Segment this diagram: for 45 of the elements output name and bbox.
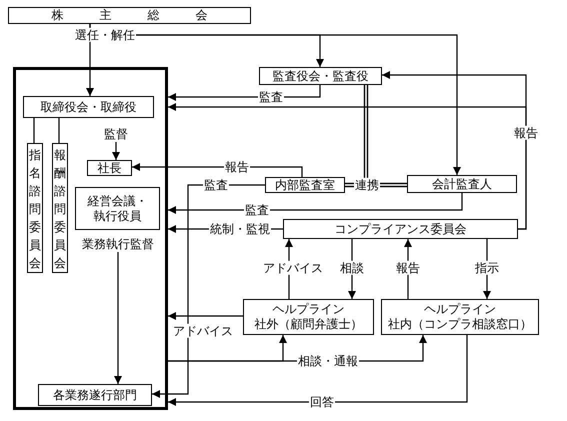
arrow [168,193,463,214]
box-heading: ヘルプライン [424,302,496,317]
box-text: 社外（顧問弁護士） [254,317,362,332]
arrow [112,142,120,160]
edge-label: 連携 [354,178,380,192]
arrow [89,24,461,175]
helpline-box [381,299,539,335]
auditor-box: 監査役会・監査役 [259,67,382,85]
board-box: 取締役会・取締役 [23,96,154,118]
connector-line [58,118,60,143]
audit-office-box: 内部監査室 [265,177,345,193]
node-label: 業務執行監督 [72,236,164,252]
node-label: 監督 [96,127,136,142]
edge-label: 選任・解任 [74,28,136,42]
arrow [168,103,527,230]
arrow [114,252,122,384]
box-heading: ヘルプライン [272,302,344,317]
arrow [168,312,243,320]
edge-label: 監査 [203,178,229,192]
committee-box: コンプライアンス委員会 [283,219,518,239]
arrow [152,184,265,398]
president-box: 社長 [87,160,132,176]
edge-label: 報告 [224,160,250,174]
helpline-box [243,299,374,335]
arrow [168,335,468,406]
edge-label: 相談・通報 [297,354,359,368]
edge-label: 報告 [395,260,421,276]
department-box: 各業務遂行部門 [38,384,152,406]
edge-label: アドバイス [172,324,234,338]
board-frame [13,67,168,410]
committee-box: 報酬諮問委員会 [52,143,68,273]
connector-line [33,118,35,143]
committee-box: 指名諮問委員会 [27,143,43,273]
edge-label: 監査 [244,202,270,218]
edge-label: 統制・監視 [209,222,271,236]
edge-label: 指示 [474,260,500,276]
edge-label: 報告 [513,126,539,140]
edge-label: 監査 [258,90,284,104]
edge-label: 回答 [309,394,335,410]
management-box: 経営会議・執行役員 [75,187,160,230]
edge-label: アドバイス [262,260,324,276]
meeting-box: 株主総会 [8,7,251,24]
accounting-auditor-box: 会計監査人 [407,175,517,193]
box-text: 社内（コンプラ相談窓口） [388,317,532,332]
edge-label: 相談 [339,260,365,276]
